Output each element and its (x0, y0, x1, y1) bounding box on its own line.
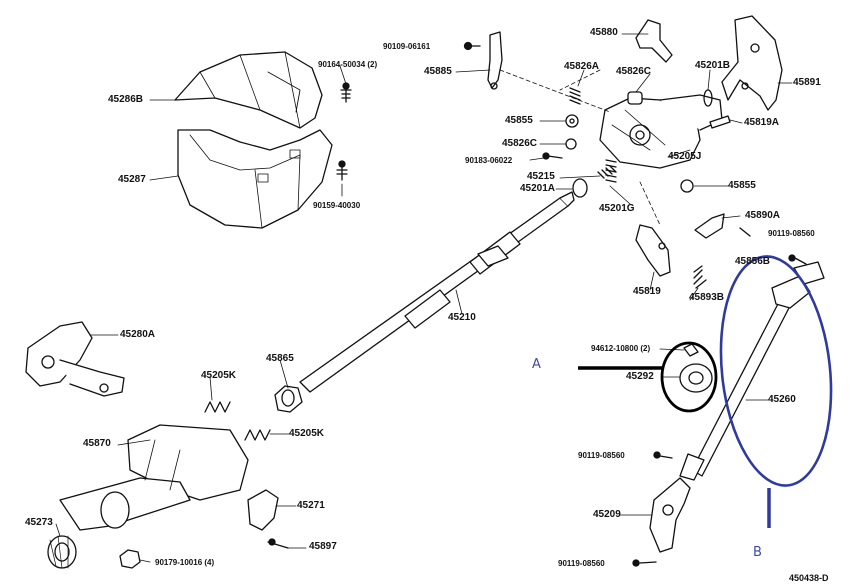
grommet-45292 (679, 363, 713, 393)
part-label-45271: 45271 (297, 500, 325, 511)
nut-45855-upper (565, 114, 579, 128)
part-label-45287: 45287 (118, 174, 146, 185)
lower-bracket-45280A (25, 321, 125, 397)
part-label-45893B: 45893B (689, 292, 725, 303)
part-label-45819: 45819 (633, 286, 661, 297)
part-label-45201G: 45201G (599, 203, 635, 214)
bolt-90183 (542, 152, 563, 160)
part-label-45205K-upper: 45205K (201, 370, 237, 381)
part-label-90183: 90183-06022 (465, 156, 513, 165)
part-label-90119-bottom: 90119-08560 (558, 559, 605, 568)
bushing-45826C-top (627, 91, 643, 105)
callout-b-label: B (753, 545, 762, 560)
screw-90164 (340, 82, 352, 103)
part-label-45205K-lower: 45205K (289, 428, 325, 439)
part-label-45826C-top: 45826C (616, 66, 652, 77)
part-label-45201A: 45201A (520, 183, 556, 194)
nut-90179 (119, 549, 141, 569)
part-label-45897: 45897 (309, 541, 337, 552)
steering-shaft-45210 (299, 191, 575, 393)
spring-45201G (605, 159, 617, 183)
part-label-45890A: 45890A (745, 210, 781, 221)
column-cover-lower (177, 129, 333, 229)
part-label-45855-upper: 45855 (505, 115, 533, 126)
part-label-45205J: 45205J (668, 151, 702, 162)
washer-45826C (565, 138, 577, 150)
drawing-code: 450438-D (789, 573, 829, 583)
part-label-94612: 94612-10800 (2) (591, 344, 651, 353)
part-label-45870: 45870 (83, 438, 111, 449)
part-label-45891: 45891 (793, 77, 821, 88)
bolt-90119-mid (653, 451, 673, 459)
intermediate-shaft-45260 (679, 261, 825, 481)
part-label-45292: 45292 (626, 371, 654, 382)
lever-45890A (694, 213, 725, 239)
part-label-90179: 90179-10016 (4) (155, 558, 215, 567)
part-label-45826C: 45826C (502, 138, 538, 149)
spring-45215 (597, 165, 617, 179)
nut-94612 (683, 343, 699, 357)
bearing-45273 (47, 535, 77, 569)
part-label-45201B: 45201B (695, 60, 731, 71)
bushing-45865 (274, 385, 303, 413)
part-label-90119-top: 90119-08560 (768, 229, 815, 238)
callout-b-marker (719, 255, 833, 528)
part-label-45286B: 45286B (108, 94, 144, 105)
nut-45855-lower (680, 179, 694, 193)
part-label-45210: 45210 (448, 312, 476, 323)
callout-a-label: A (532, 357, 541, 372)
part-label-45260: 45260 (768, 394, 796, 405)
part-label-45280A: 45280A (120, 329, 156, 340)
callout-a-marker (578, 341, 718, 413)
part-label-45885: 45885 (424, 66, 452, 77)
screw-90159 (336, 160, 348, 181)
part-label-45273: 45273 (25, 517, 53, 528)
part-label-45865: 45865 (266, 353, 294, 364)
part-label-45209: 45209 (593, 509, 621, 520)
lever-45880 (635, 19, 673, 63)
part-label-45855-lower: 45855 (728, 180, 756, 191)
part-label-45880: 45880 (590, 27, 618, 38)
part-label-90109: 90109-06161 (383, 42, 431, 51)
spring-45205K-upper (204, 401, 231, 413)
bracket-45885 (487, 31, 503, 90)
upper-bracket-45205J (599, 94, 723, 169)
spring-45893B (693, 265, 707, 289)
pin-45819A (709, 115, 731, 129)
lever-45819 (635, 224, 671, 277)
part-label-90119-mid: 90119-08560 (578, 451, 625, 460)
bolt-90119-bottom (632, 559, 657, 567)
part-label-45215: 45215 (527, 171, 555, 182)
part-label-45856B: 45856B (735, 256, 771, 267)
bolt-90119-top (788, 254, 807, 265)
spring-45205K-lower (244, 429, 271, 441)
column-tube-45870 (59, 424, 249, 531)
pin-45856B (739, 227, 751, 237)
part-label-45819A: 45819A (744, 117, 780, 128)
bracket-45271 (247, 489, 279, 531)
spring-45826A (569, 87, 581, 105)
column-cover-upper (174, 51, 323, 129)
bolt-45897 (267, 538, 289, 549)
bracket-45891 (721, 15, 783, 111)
lower-joint-45209 (649, 477, 691, 553)
part-label-90164: 90164-50034 (2) (318, 60, 378, 69)
part-label-90159: 90159-40030 (313, 201, 361, 210)
part-label-45826A: 45826A (564, 61, 600, 72)
bushing-45201A (572, 178, 588, 198)
